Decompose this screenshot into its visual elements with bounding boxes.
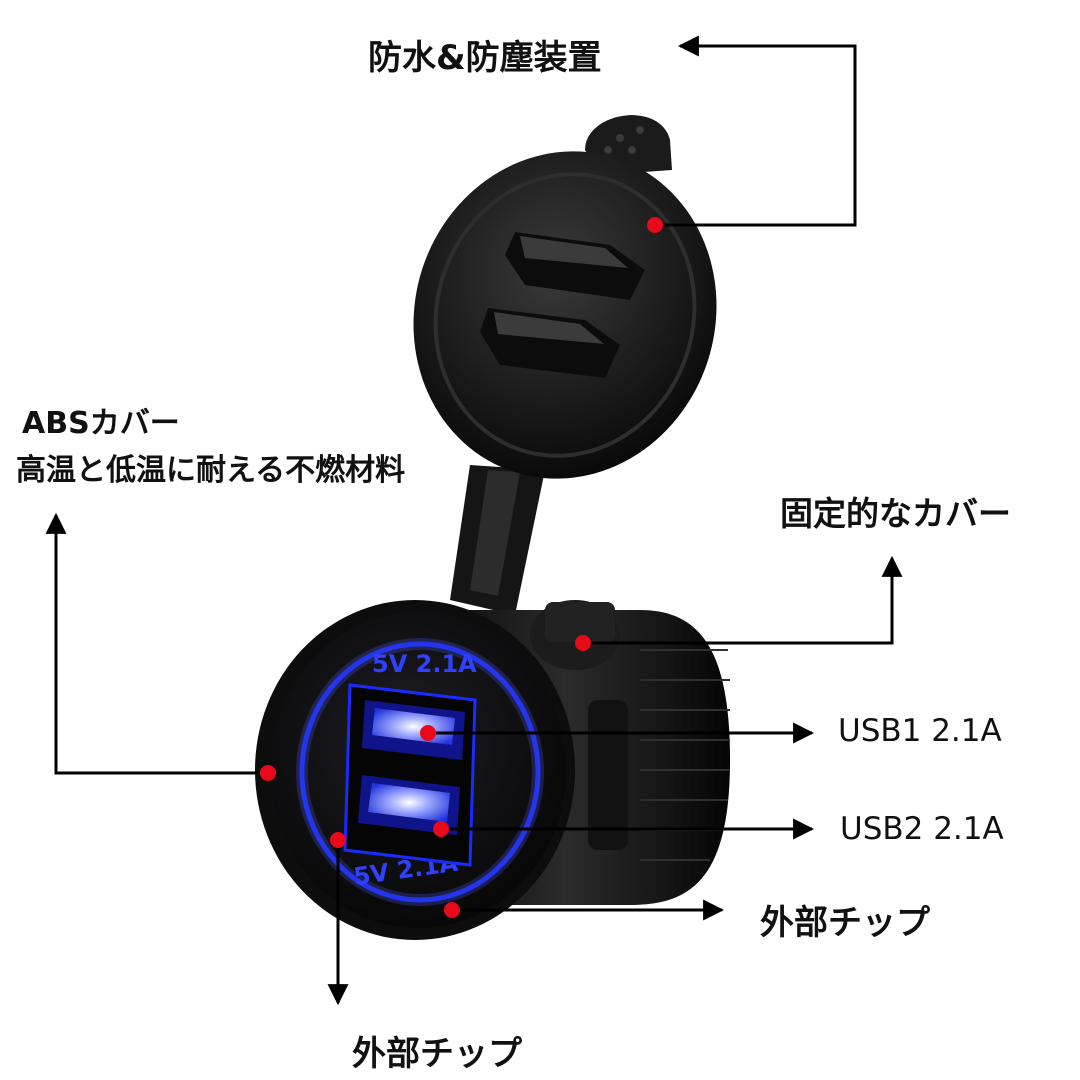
socket-ribs — [640, 649, 730, 861]
marker-dot-icon — [260, 765, 276, 781]
led-ring — [299, 641, 541, 903]
marker-dot-icon — [433, 821, 449, 837]
arrow-fixed-cover — [583, 555, 903, 645]
cap-strap — [450, 465, 545, 615]
marker-dot-icon — [330, 832, 346, 848]
marker-dot-icon — [575, 635, 591, 651]
label-external-chip-bottom: 外部チップ — [352, 1034, 522, 1074]
label-waterproof-cover: 防水&防塵装置 — [368, 38, 602, 78]
callout-lines — [45, 35, 903, 1006]
arrow-abs-cover — [45, 512, 268, 775]
marker-dot-icon — [420, 725, 436, 741]
label-abs-cover-detail: 高温と低温に耐える不燃材料 — [16, 453, 406, 488]
cap-plug-bottom — [480, 308, 620, 378]
label-external-chip-right: 外部チップ — [760, 903, 930, 943]
label-fixed-cover: 固定的なカバー — [780, 494, 1011, 533]
label-usb2: USB2 2.1A — [840, 811, 1004, 847]
socket-face: 5V 2.1A 5V 2.1A — [255, 600, 575, 940]
waterproof-cap — [413, 115, 717, 479]
arrow-waterproof — [655, 35, 857, 227]
marker-dots — [260, 217, 663, 918]
marker-dot-icon — [647, 217, 663, 233]
marking-top: 5V 2.1A — [372, 650, 477, 678]
label-abs-cover: ABSカバー — [22, 406, 180, 441]
cap-plug-top — [505, 232, 645, 300]
label-usb1: USB1 2.1A — [838, 713, 1002, 749]
usb-port-2 — [358, 775, 460, 835]
marker-dot-icon — [444, 902, 460, 918]
